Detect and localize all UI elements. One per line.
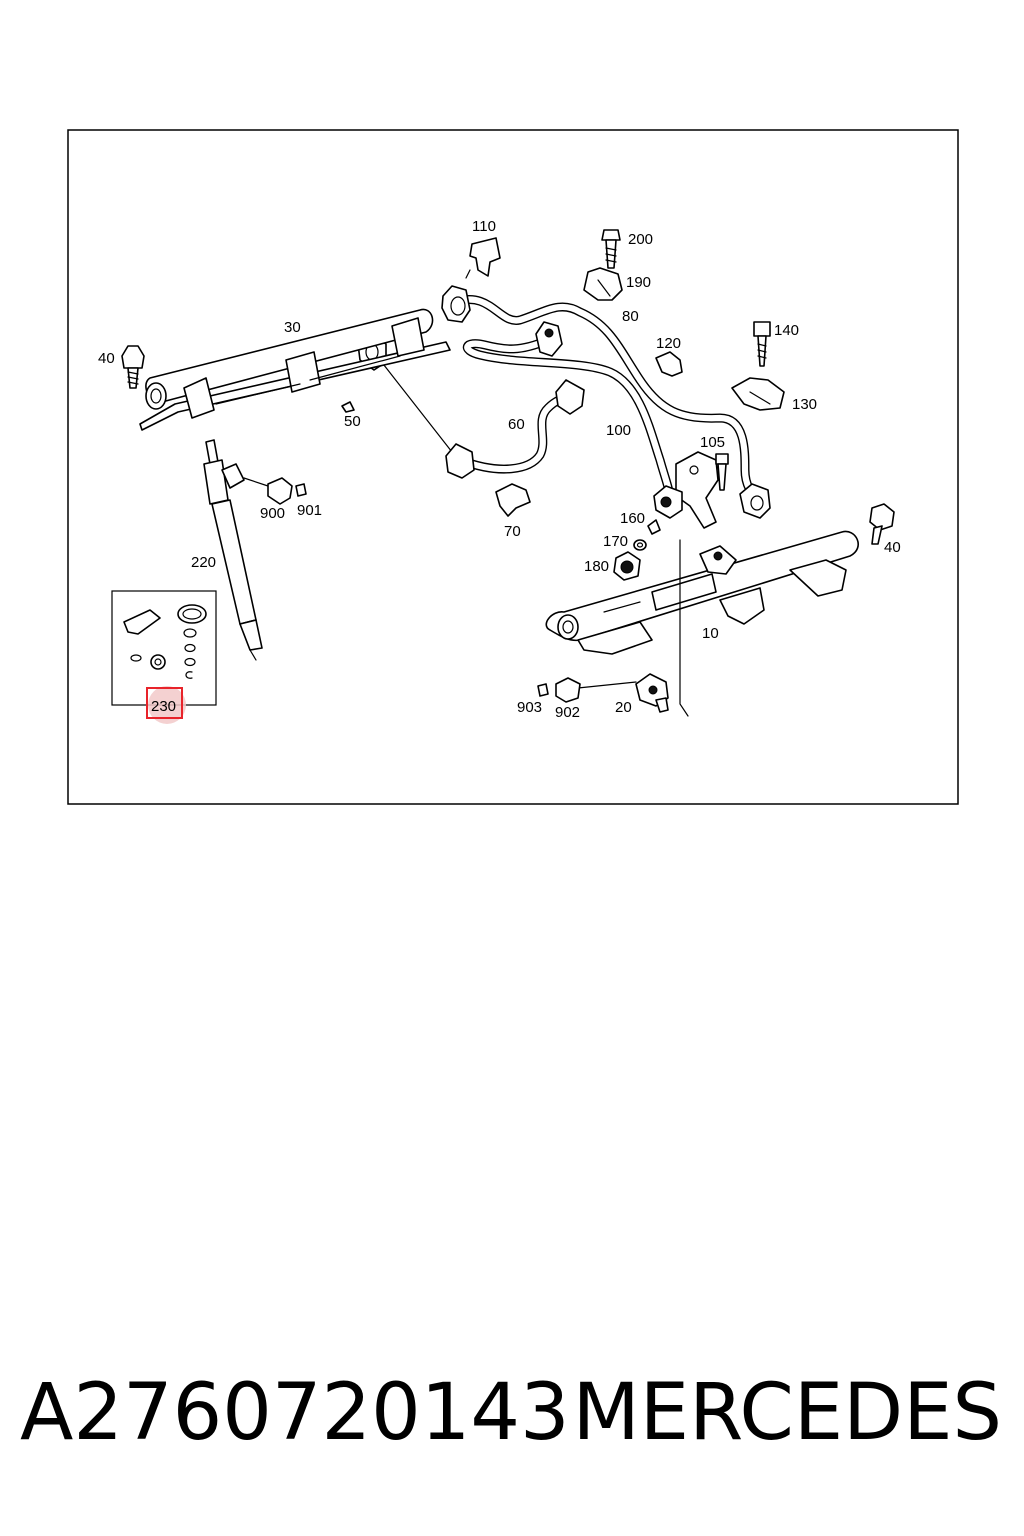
bolt-200 <box>601 229 621 269</box>
pipe-nut-60-top <box>555 379 585 415</box>
pin-160 <box>647 519 661 535</box>
seal-903 <box>537 683 549 697</box>
callout-180: 180 <box>584 558 609 575</box>
fuel-rail-exploded-diagram: 110 200 190 80 30 140 120 40 130 50 60 1… <box>67 129 959 805</box>
callout-140: 140 <box>774 322 799 339</box>
callout-220: 220 <box>191 554 216 571</box>
bolt-105 <box>715 453 729 491</box>
callout-901: 901 <box>297 502 322 519</box>
callout-160: 160 <box>620 510 645 527</box>
brand-name: MERCEDES <box>572 1368 1003 1458</box>
callout-70: 70 <box>504 523 521 540</box>
bolt-40-right <box>869 503 895 545</box>
pipe-nut-60-bottom <box>445 443 475 479</box>
callout-30: 30 <box>284 319 301 336</box>
seal-kit-box-230 <box>111 590 217 706</box>
callout-50: 50 <box>344 413 361 430</box>
washer-170 <box>633 539 647 551</box>
callout-80: 80 <box>622 308 639 325</box>
clip-110 <box>465 237 501 279</box>
callout-902: 902 <box>555 704 580 721</box>
callout-10: 10 <box>702 625 719 642</box>
callout-170: 170 <box>603 533 628 550</box>
clip-70 <box>495 483 531 517</box>
callout-130: 130 <box>792 396 817 413</box>
pipe-nut-80-mid <box>535 321 563 357</box>
part-number: A2760720143 <box>20 1368 570 1458</box>
callout-230[interactable]: 230 <box>151 698 176 715</box>
pipe-nut-right <box>739 483 771 519</box>
callout-200: 200 <box>628 231 653 248</box>
seal-901 <box>295 483 307 497</box>
sleeve-180 <box>613 551 641 581</box>
bracket-130 <box>731 377 785 411</box>
bolt-40-left <box>121 345 145 389</box>
fuel-rail-10 <box>545 530 859 717</box>
highlight-230-circle[interactable] <box>148 686 186 724</box>
callout-190: 190 <box>626 274 651 291</box>
bracket-105 <box>675 451 719 529</box>
fuel-rail-30 <box>139 308 451 431</box>
callout-120: 120 <box>656 335 681 352</box>
highlight-230-box[interactable] <box>146 687 183 719</box>
fuel-pipe-80 <box>451 295 763 505</box>
injector-220 <box>203 439 263 661</box>
callout-20: 20 <box>615 699 632 716</box>
pin-50 <box>341 401 355 413</box>
fitting-nut-100 <box>653 485 683 519</box>
callout-105: 105 <box>700 434 725 451</box>
callout-100: 100 <box>606 422 631 439</box>
part-caption: A2760720143 MERCEDES <box>0 1368 1024 1478</box>
fuel-pipe-100 <box>463 335 675 505</box>
pipe-nut-upper <box>441 285 471 323</box>
callout-40-right: 40 <box>884 539 901 556</box>
bracket-190 <box>583 267 623 301</box>
callout-900: 900 <box>260 505 285 522</box>
callout-903: 903 <box>517 699 542 716</box>
pressure-sensor-20 <box>635 673 669 713</box>
bolt-140 <box>753 321 771 367</box>
callout-110: 110 <box>472 218 496 235</box>
connector-902 <box>555 677 581 703</box>
callout-60: 60 <box>508 416 525 433</box>
clip-120 <box>655 351 683 377</box>
callout-40-left: 40 <box>98 350 115 367</box>
connector-900 <box>243 477 293 505</box>
